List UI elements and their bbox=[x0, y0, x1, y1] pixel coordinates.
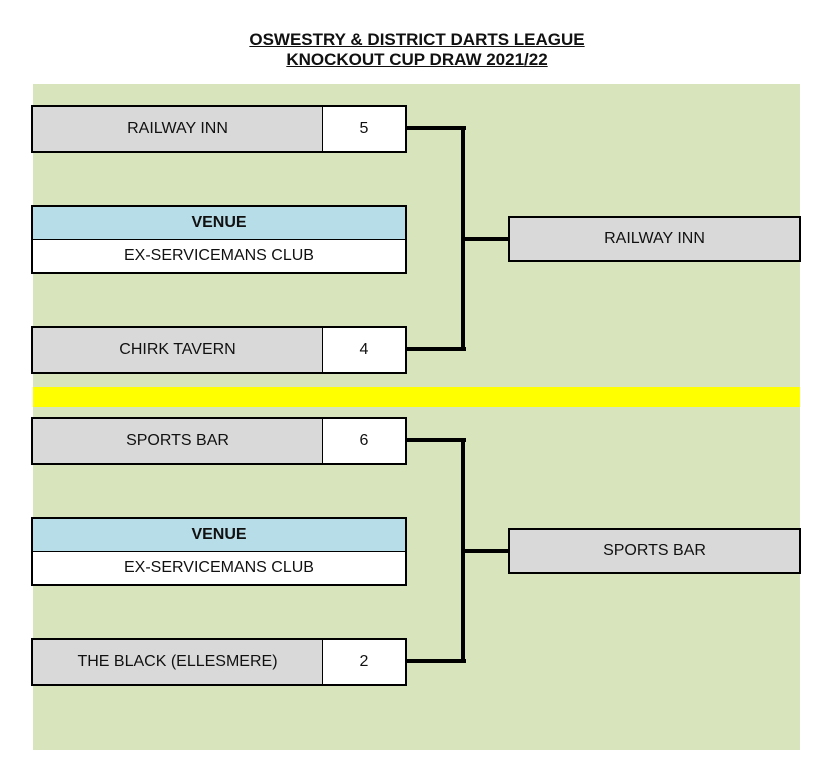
draw-title: KNOCKOUT CUP DRAW 2021/22 bbox=[286, 50, 548, 69]
match-2-venue: VENUE EX-SERVICEMANS CLUB bbox=[31, 517, 407, 586]
league-title: OSWESTRY & DISTRICT DARTS LEAGUE bbox=[249, 30, 585, 49]
team-score: 6 bbox=[323, 419, 405, 463]
team-score: 5 bbox=[323, 107, 405, 151]
match-1-venue: VENUE EX-SERVICEMANS CLUB bbox=[31, 205, 407, 274]
venue-label: VENUE bbox=[33, 207, 405, 240]
team-name: CHIRK TAVERN bbox=[33, 328, 323, 372]
match-2-winner: SPORTS BAR bbox=[508, 528, 801, 574]
match-2-away-team: THE BLACK (ELLESMERE) 2 bbox=[31, 638, 407, 686]
match-2-home-team: SPORTS BAR 6 bbox=[31, 417, 407, 465]
venue-label: VENUE bbox=[33, 519, 405, 552]
bracket-line bbox=[461, 237, 509, 241]
venue-name: EX-SERVICEMANS CLUB bbox=[33, 552, 405, 584]
match-1-away-team: CHIRK TAVERN 4 bbox=[31, 326, 407, 374]
bracket-line bbox=[405, 347, 466, 351]
bracket-line bbox=[405, 659, 466, 663]
match-1-home-team: RAILWAY INN 5 bbox=[31, 105, 407, 153]
team-name: RAILWAY INN bbox=[33, 107, 323, 151]
team-score: 4 bbox=[323, 328, 405, 372]
team-score: 2 bbox=[323, 640, 405, 684]
team-name: SPORTS BAR bbox=[33, 419, 323, 463]
match-divider bbox=[33, 387, 800, 407]
bracket-line bbox=[405, 126, 466, 130]
team-name: THE BLACK (ELLESMERE) bbox=[33, 640, 323, 684]
bracket-line bbox=[461, 549, 509, 553]
bracket-line bbox=[405, 438, 466, 442]
venue-name: EX-SERVICEMANS CLUB bbox=[33, 240, 405, 272]
match-1-winner: RAILWAY INN bbox=[508, 216, 801, 262]
